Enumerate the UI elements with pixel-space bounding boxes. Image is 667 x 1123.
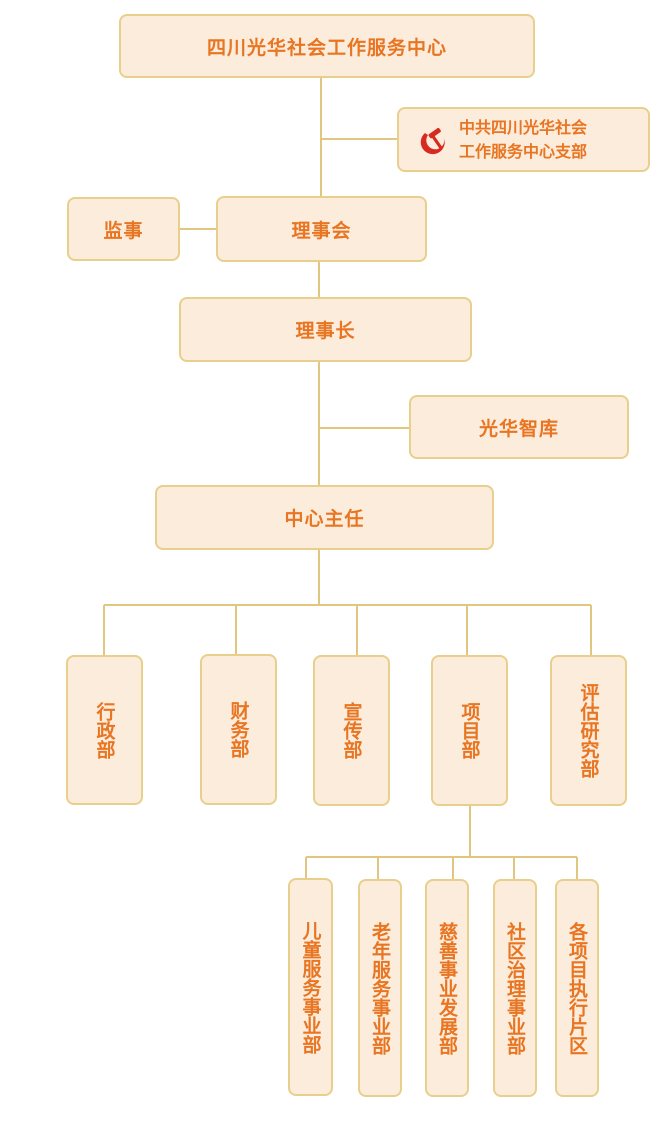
unit-elderly-services: 老年服务事业部 — [358, 879, 402, 1097]
department-finance: 财务部 — [200, 654, 277, 805]
unit-community-governance: 社区治理事业部 — [493, 879, 537, 1097]
unit-charity-development: 慈善事业发展部 — [425, 879, 469, 1097]
department-evaluation-research: 评估研究部 — [550, 655, 627, 806]
party-branch-node: 中共四川光华社会 工作服务中心支部 — [397, 107, 650, 172]
department-admin: 行政部 — [66, 655, 143, 805]
think-tank-node: 光华智库 — [409, 395, 629, 459]
unit-project-execution-areas: 各项目执行片区 — [555, 879, 599, 1097]
party-branch-line1: 中共四川光华社会 — [459, 117, 588, 137]
chairman-node: 理事长 — [179, 297, 472, 362]
center-node: 四川光华社会工作服务中心 — [119, 14, 535, 78]
department-publicity: 宣传部 — [313, 655, 390, 806]
supervisor-node: 监事 — [67, 197, 180, 261]
department-projects: 项目部 — [431, 655, 508, 806]
unit-children-services: 儿童服务事业部 — [288, 878, 333, 1096]
director-node: 中心主任 — [155, 485, 494, 550]
party-emblem-icon — [420, 127, 445, 154]
party-branch-line2: 工作服务中心支部 — [459, 141, 588, 161]
council-node: 理事会 — [216, 196, 427, 262]
